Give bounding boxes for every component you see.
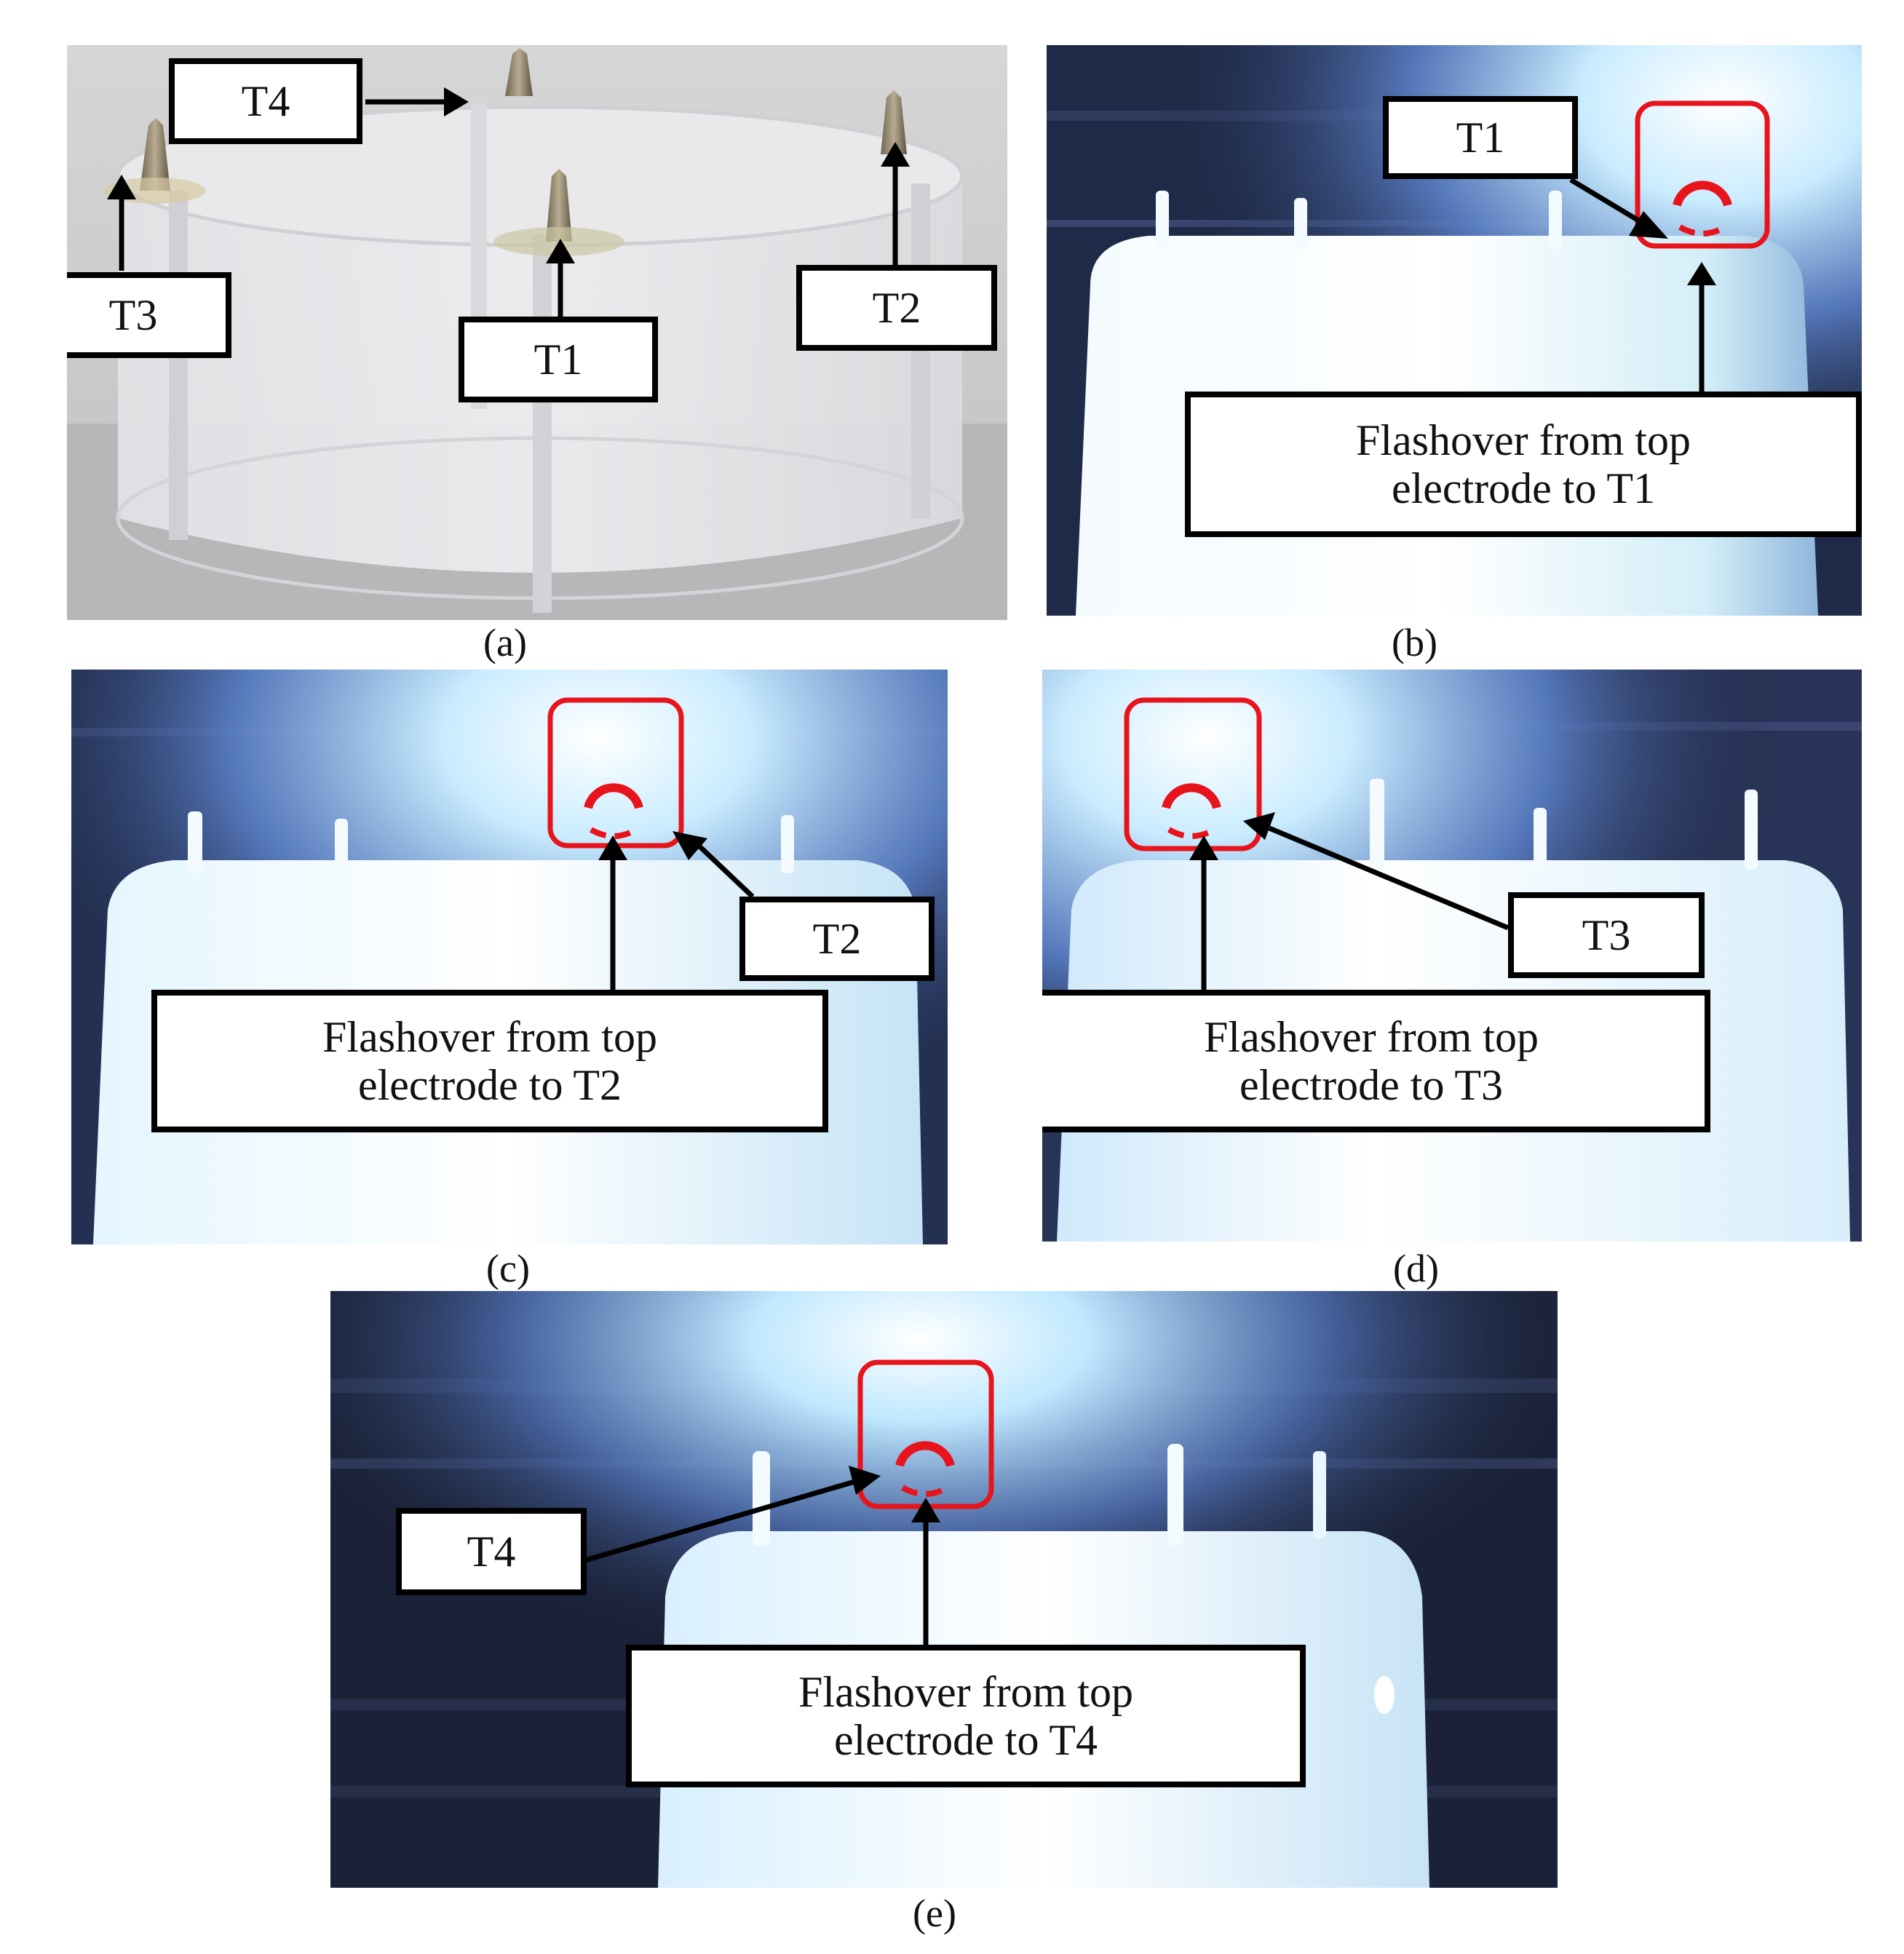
panel-a-t4-label: T4 (169, 58, 362, 144)
panel-d-photo: T3 Flashover from top electrode to T3 (1042, 670, 1862, 1242)
panel-d-flashover-label: Flashover from top electrode to T3 (1042, 990, 1710, 1132)
panel-d-caption: (d) (1393, 1247, 1439, 1290)
panel-e-caption: (e) (913, 1891, 956, 1935)
panel-e-t4-label: T4 (396, 1508, 587, 1595)
panel-c-caption: (c) (486, 1247, 530, 1290)
panel-a-t2-label: T2 (796, 265, 997, 351)
panel-e-photo: T4 Flashover from top electrode to T4 (330, 1291, 1558, 1888)
panel-a-t1-label: T1 (459, 317, 658, 402)
panel-b-t1-label: T1 (1383, 96, 1578, 179)
panel-e-flashover-label: Flashover from top electrode to T4 (626, 1645, 1306, 1787)
panel-c-flashover-label: Flashover from top electrode to T2 (151, 990, 828, 1132)
panel-a-t3-label: T3 (67, 272, 231, 358)
panel-d-t3-label: T3 (1508, 892, 1705, 978)
panel-a-caption: (a) (483, 621, 527, 664)
panel-d-image (1042, 670, 1862, 1242)
panel-c-photo: T2 Flashover from top electrode to T2 (71, 670, 948, 1244)
panel-c-t2-label: T2 (739, 897, 935, 981)
panel-a-photo: T4 T3 T1 T2 (67, 45, 1007, 620)
panel-b-photo: T1 Flashover from top electrode to T1 (1047, 45, 1862, 616)
panel-b-flashover-label: Flashover from top electrode to T1 (1185, 392, 1862, 537)
panel-b-caption: (b) (1392, 621, 1437, 664)
